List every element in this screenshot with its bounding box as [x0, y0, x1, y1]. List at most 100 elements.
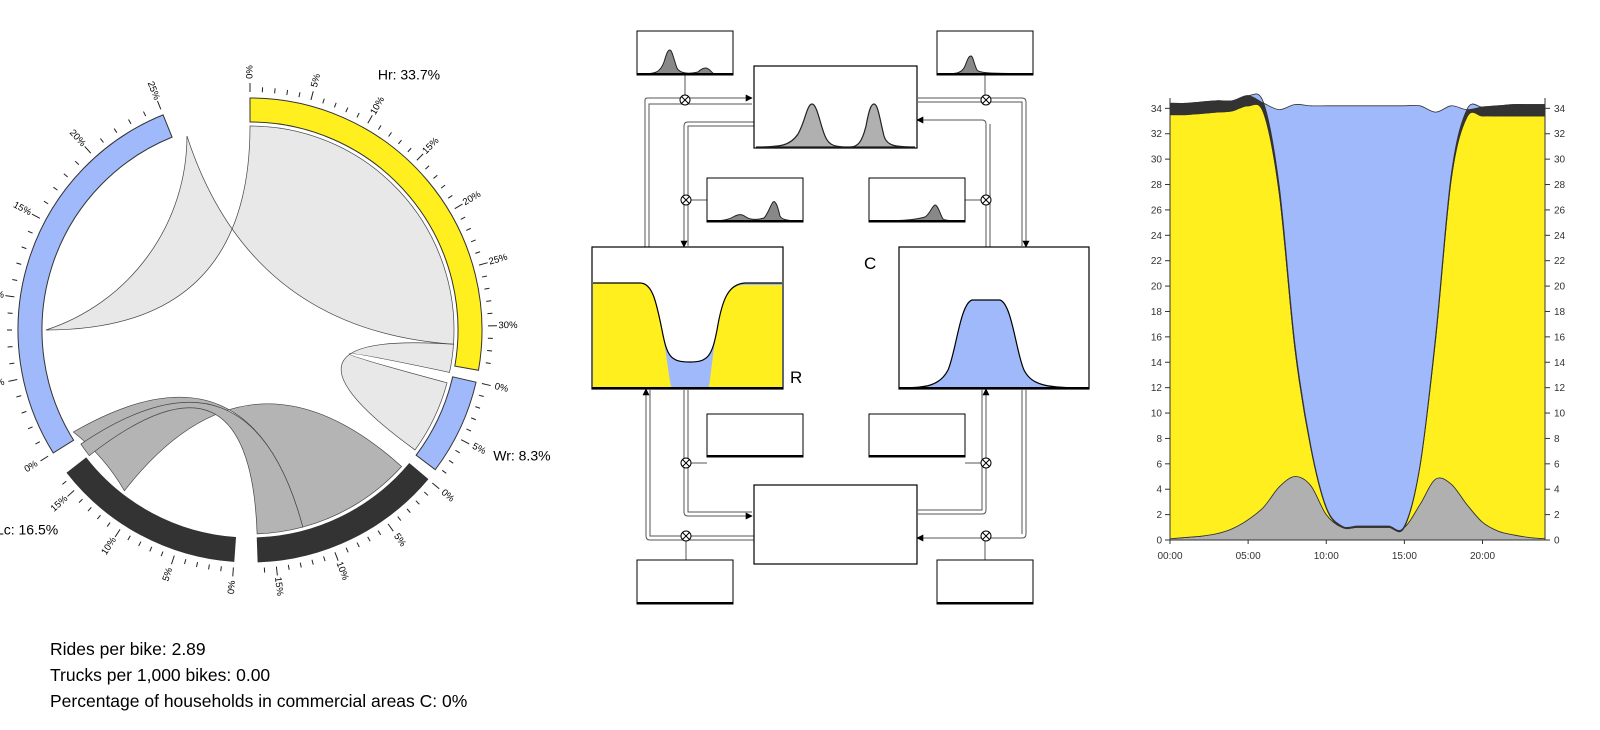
chord-tick — [407, 147, 412, 153]
chord-arc-3 — [66, 457, 237, 562]
chord-arcs — [17, 97, 483, 563]
chord-tick — [455, 449, 460, 454]
chord-tick — [67, 490, 75, 497]
chord-tick — [78, 498, 83, 503]
chord-tick — [127, 535, 131, 541]
chord-tick — [8, 378, 18, 382]
chord-tick — [425, 165, 430, 170]
chord-tick-label: 5% — [161, 566, 176, 583]
ribbon-hr-wr — [340, 342, 454, 451]
y-tick-label-left: 22 — [1151, 256, 1163, 267]
y-tick-label-right: 26 — [1554, 205, 1566, 216]
chord-tick — [367, 115, 373, 124]
chord-tick — [113, 128, 118, 133]
chord-tick — [406, 508, 411, 513]
chord-tick — [298, 92, 301, 98]
chord-tick — [287, 564, 290, 570]
y-tick-label-right: 0 — [1554, 536, 1560, 547]
chord-tick — [96, 514, 101, 520]
chord-tick — [232, 567, 234, 577]
chord-tick — [465, 227, 471, 231]
chord-tick — [441, 469, 447, 474]
chord-tick — [481, 383, 491, 387]
chord-tick — [447, 195, 453, 199]
chord-tick-label: 0% — [493, 381, 509, 395]
chord-tick — [62, 480, 67, 485]
chord-tick — [466, 428, 472, 432]
chord-tick — [12, 278, 18, 282]
x-tick-label: 15:00 — [1392, 551, 1417, 562]
chord-tick-label: 10% — [0, 287, 5, 301]
chord-tick-label: 25% — [488, 252, 510, 268]
chord-tick — [454, 203, 463, 210]
chord-tick — [478, 262, 488, 266]
ribbon-lr-lc — [72, 397, 403, 528]
commercial-label: C — [864, 254, 876, 273]
chord-tick — [208, 564, 210, 570]
chord-tick — [356, 542, 360, 548]
rides-per-bike: Rides per bike: 2.89 — [50, 639, 206, 659]
chord-tick — [423, 491, 429, 496]
y-tick-label-left: 28 — [1151, 180, 1163, 191]
y-tick-label-right: 6 — [1554, 459, 1560, 470]
flow-diagram: R C — [591, 30, 1090, 605]
chord-tick-label: 30% — [498, 320, 518, 331]
chord-tick — [143, 111, 147, 117]
y-tick-label-left: 32 — [1151, 129, 1163, 140]
chord-tick — [84, 146, 92, 154]
chord-tick — [478, 394, 484, 398]
chord-tick — [274, 88, 276, 94]
chord-tick — [486, 300, 492, 302]
chord-tick — [35, 441, 41, 445]
y-tick-label-left: 26 — [1151, 205, 1163, 216]
chord-tick — [128, 119, 132, 125]
chord-tick — [415, 500, 420, 505]
chord-tick — [311, 559, 314, 565]
y-tick-label-left: 10 — [1151, 409, 1163, 420]
y-tick-label-left: 34 — [1151, 104, 1163, 115]
chord-segment-label: Hr: 33.7% — [378, 66, 440, 82]
chord-tick — [333, 102, 337, 108]
chord-tick — [345, 107, 349, 113]
households-commercial-pct: Percentage of households in commercial a… — [50, 691, 468, 711]
chord-tick — [387, 523, 394, 532]
chord-tick — [299, 562, 302, 568]
small-box-low-right — [868, 413, 966, 458]
small-plot-top-left — [636, 30, 734, 76]
chord-tick — [310, 91, 314, 101]
chord-tick — [220, 566, 222, 572]
stats-panel: Rides per bike: 2.89 Trucks per 1,000 bi… — [50, 636, 467, 714]
chord-tick — [74, 160, 80, 166]
y-tick-label-right: 30 — [1554, 155, 1566, 166]
chord-tick — [149, 546, 153, 552]
chord-ticks — [5, 83, 497, 577]
small-box-bottom-left — [636, 559, 734, 605]
chord-arc-4 — [17, 114, 173, 454]
bottom-stock-box — [753, 484, 918, 565]
chord-tick — [431, 482, 440, 490]
chord-tick — [475, 406, 481, 409]
chord-tick — [5, 295, 15, 298]
x-tick-label: 20:00 — [1470, 551, 1495, 562]
x-tick-label: 10:00 — [1314, 551, 1339, 562]
commercial-box: C — [864, 246, 1090, 390]
chord-tick — [63, 173, 69, 178]
chord-tick — [9, 362, 15, 365]
y-tick-label-right: 8 — [1554, 434, 1560, 445]
chord-arc-0 — [249, 97, 483, 371]
chord-segment-label: Lc: 16.5% — [0, 521, 58, 537]
chord-tick-label: 5% — [309, 72, 323, 89]
chord-tick — [138, 541, 142, 547]
chord-tick — [87, 507, 92, 512]
chord-tick — [377, 125, 382, 130]
trucks-per-1000-bikes: Trucks per 1,000 bikes: 0.00 — [50, 665, 271, 685]
chord-tick — [448, 460, 454, 464]
chord-segment-label: Wr: 8.3% — [493, 447, 550, 463]
x-tick-label: 00:00 — [1157, 551, 1182, 562]
chord-tick — [286, 89, 289, 95]
y-tick-label-right: 4 — [1554, 485, 1560, 496]
y-tick-label-right: 16 — [1554, 332, 1566, 343]
chord-tick-label: 5% — [0, 377, 6, 391]
chord-tick — [27, 230, 33, 234]
top-stock-box — [753, 65, 918, 149]
